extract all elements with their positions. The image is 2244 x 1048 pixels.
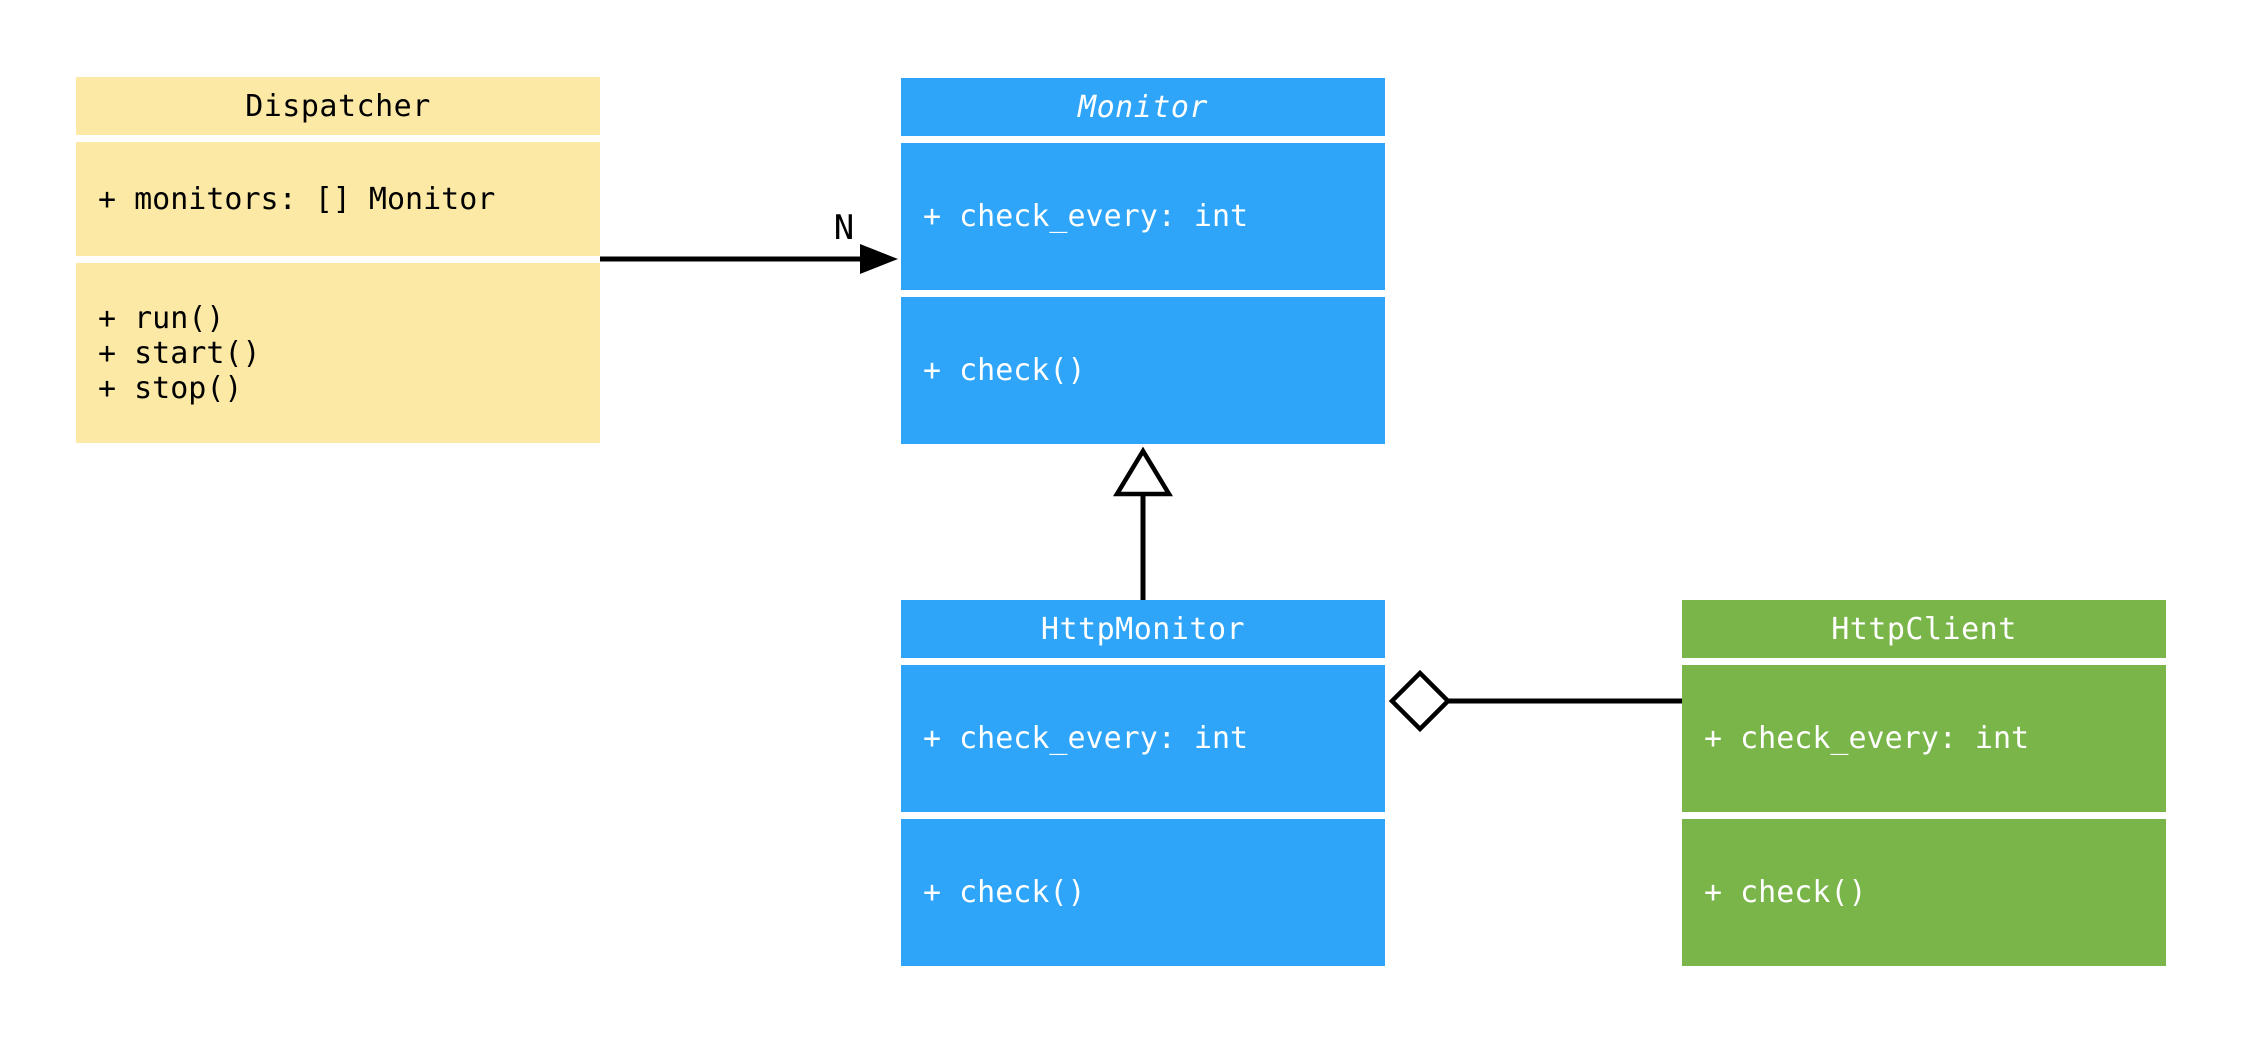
method: + start()	[98, 335, 261, 371]
attribute: + check_every: int	[923, 721, 1249, 756]
inheritance-triangle-icon	[1113, 446, 1173, 497]
class-monitor[interactable]: Monitor + check_every: int + check()	[901, 78, 1385, 444]
method: + check()	[923, 875, 1086, 910]
method: + check()	[1704, 875, 1867, 910]
attributes-section: + monitors: [] Monitor	[76, 142, 600, 256]
class-title: Dispatcher	[76, 77, 600, 135]
attribute: + monitors: [] Monitor	[98, 181, 496, 217]
methods-section: + run() + start() + stop()	[76, 263, 600, 443]
attributes-section: + check_every: int	[901, 665, 1385, 812]
method: + run()	[98, 300, 225, 336]
attribute: + check_every: int	[1704, 721, 2030, 756]
methods-section: + check()	[1682, 819, 2166, 966]
method: + stop()	[98, 370, 243, 406]
attributes-section: + check_every: int	[1682, 665, 2166, 812]
attributes-section: + check_every: int	[901, 143, 1385, 290]
class-title: HttpMonitor	[901, 600, 1385, 658]
arrowhead-icon	[860, 244, 898, 274]
association-dispatcher-monitor[interactable]	[600, 244, 898, 274]
class-httpmonitor[interactable]: HttpMonitor + check_every: int + check()	[901, 600, 1385, 966]
inheritance-httpmonitor-monitor[interactable]	[1113, 446, 1173, 601]
class-dispatcher[interactable]: Dispatcher + monitors: [] Monitor + run(…	[76, 77, 600, 443]
class-title: HttpClient	[1682, 600, 2166, 658]
method: + check()	[923, 353, 1086, 388]
aggregation-diamond-icon	[1388, 669, 1452, 733]
class-title: Monitor	[901, 78, 1385, 136]
methods-section: + check()	[901, 819, 1385, 966]
attribute: + check_every: int	[923, 199, 1249, 234]
aggregation-httpmonitor-httpclient[interactable]	[1388, 669, 1683, 733]
multiplicity-label: N	[833, 208, 855, 248]
class-httpclient[interactable]: HttpClient + check_every: int + check()	[1682, 600, 2166, 966]
methods-section: + check()	[901, 297, 1385, 444]
